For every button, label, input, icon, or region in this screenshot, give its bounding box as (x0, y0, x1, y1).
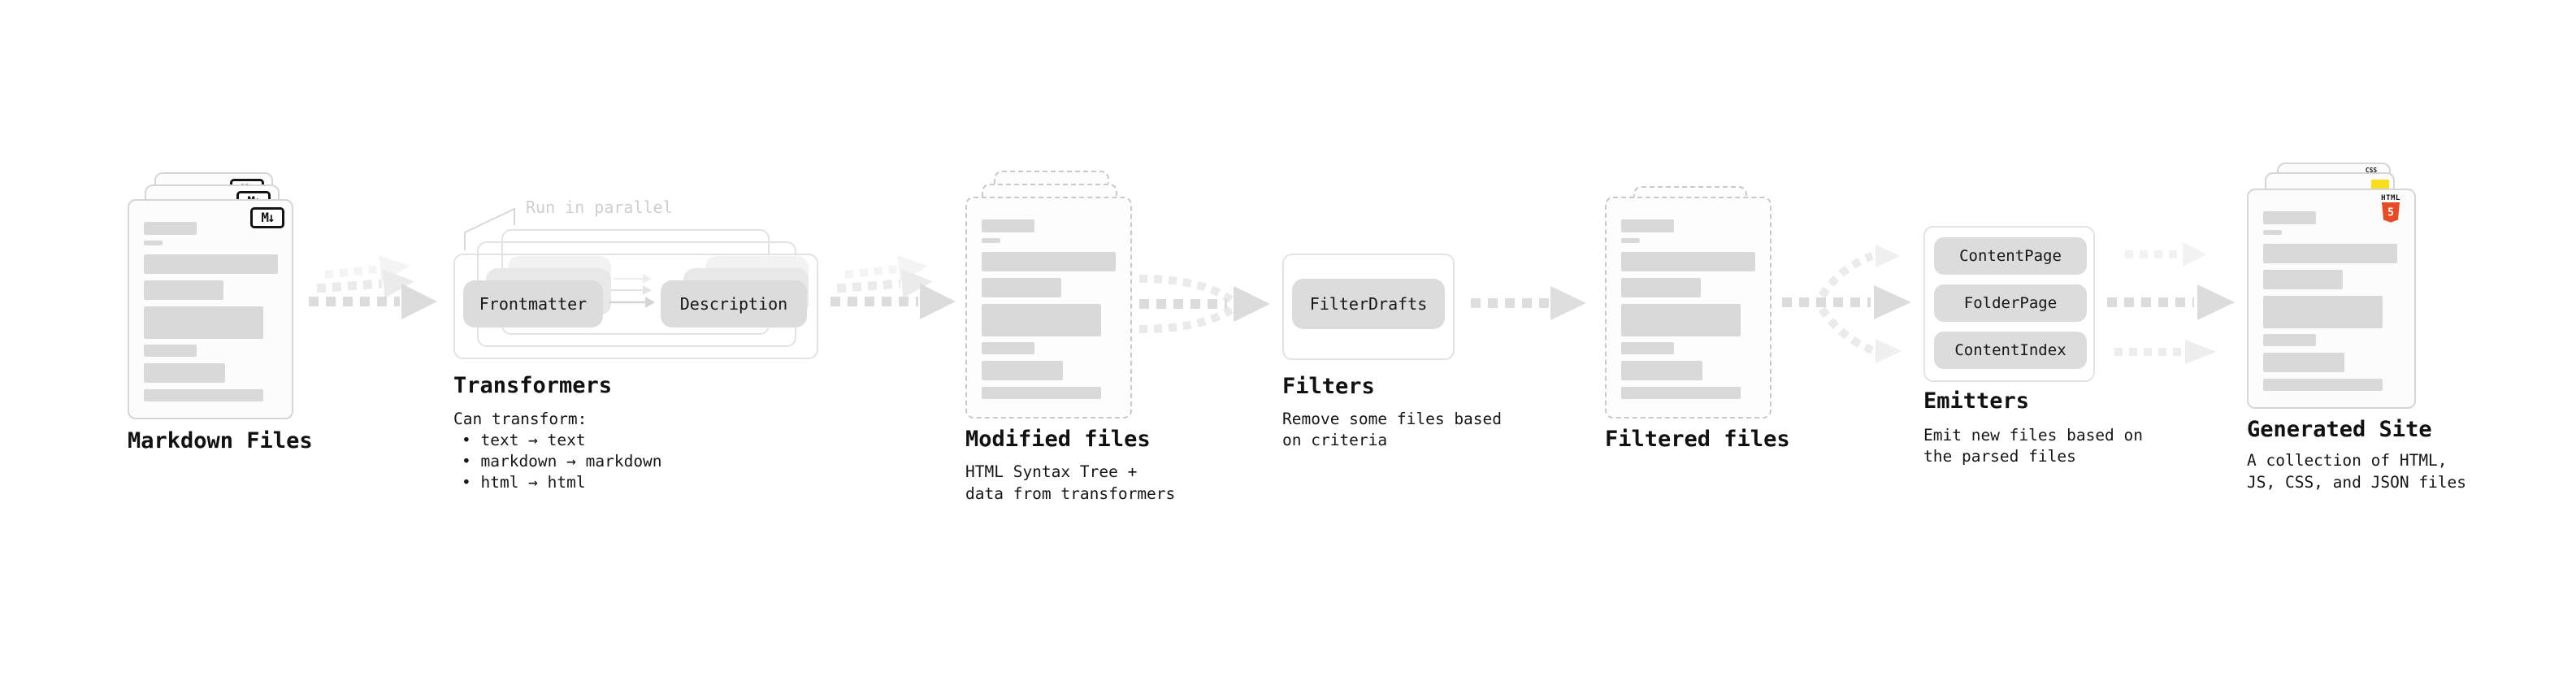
placeholder-bar (144, 306, 263, 339)
caption-line: Can transform: (453, 410, 588, 428)
placeholder-bar (144, 222, 197, 235)
modified-files-caption: HTML Syntax Tree + data from transformer… (965, 461, 1175, 505)
emitters-title: Emitters (1923, 388, 2030, 414)
caption-line: • text → text (462, 431, 586, 449)
contentpage-pill: ContentPage (1934, 237, 2087, 275)
placeholder-bar (982, 387, 1101, 399)
contentindex-pill: ContentIndex (1934, 332, 2087, 369)
modified-files-title: Modified files (965, 427, 1151, 452)
placeholder-bar (144, 254, 278, 274)
markdown-icon: M↓ (250, 207, 284, 228)
filtered-file-card (1605, 197, 1772, 419)
placeholder-bar (1621, 238, 1640, 243)
markdown-file-card: M↓ (128, 199, 293, 419)
description-pill: Description (661, 280, 807, 327)
transformers-caption: Can transform: • text → text • markdown … (453, 409, 662, 493)
caption-line: • markdown → markdown (462, 452, 662, 471)
placeholder-bar (2263, 244, 2397, 263)
transformers-title: Transformers (453, 373, 613, 398)
placeholder-bar (982, 238, 1000, 243)
placeholder-bar (1621, 342, 1674, 354)
emitters-frame (1923, 226, 2095, 382)
placeholder-bar (144, 345, 197, 357)
transformer-frame-front (453, 254, 818, 359)
caption-line: on criteria (1282, 431, 1388, 449)
document-skeleton (2263, 211, 2397, 391)
placeholder-bar (982, 361, 1063, 380)
placeholder-bar (982, 219, 1034, 232)
caption-line: data from transformers (965, 484, 1176, 503)
flow-arrow-filtered-to-emitters (1782, 245, 1911, 363)
placeholder-bar (982, 342, 1034, 354)
placeholder-bar (982, 252, 1116, 271)
caption-line: the parsed files (1923, 447, 2076, 466)
caption-line: JS, CSS, and JSON files (2247, 473, 2467, 492)
filterdrafts-pill: FilterDrafts (1292, 279, 1445, 329)
generated-site-title: Generated Site (2247, 417, 2432, 442)
placeholder-bar (1621, 361, 1702, 380)
html5-icon: HTML 5 (2380, 194, 2401, 223)
filters-caption: Remove some files based on criteria (1282, 409, 1502, 451)
filters-frame (1282, 254, 1455, 360)
caption-line: Emit new files based on (1923, 426, 2144, 445)
placeholder-bar (144, 389, 263, 401)
document-skeleton (982, 219, 1116, 399)
emitters-caption: Emit new files based on the parsed files (1923, 425, 2143, 467)
html5-shield (2382, 202, 2400, 223)
placeholder-bar (1621, 252, 1755, 271)
placeholder-bar (982, 278, 1061, 297)
document-skeleton (1621, 219, 1755, 399)
frontmatter-pill: Frontmatter (463, 280, 603, 327)
run-in-parallel-annotation: Run in parallel (526, 197, 673, 217)
placeholder-bar (144, 280, 223, 300)
placeholder-bar (144, 241, 163, 245)
caption-line: Remove some files based (1282, 410, 1503, 428)
caption-line: • html → html (462, 473, 586, 492)
placeholder-bar (2263, 353, 2344, 372)
placeholder-bar (2263, 230, 2282, 235)
filtered-files-title: Filtered files (1605, 427, 1790, 452)
flow-arrow-modified-to-filters (1138, 275, 1270, 333)
placeholder-bar (982, 304, 1101, 336)
flow-arrow-transformers-to-modified (830, 255, 956, 319)
markdown-files-title: Markdown Files (128, 428, 313, 453)
folderpage-pill: FolderPage (1934, 284, 2087, 322)
caption-line: HTML Syntax Tree + (965, 462, 1138, 481)
modified-file-card (965, 197, 1132, 419)
html5-number: 5 (2387, 207, 2394, 219)
placeholder-bar (1621, 387, 1741, 399)
placeholder-bar (1621, 219, 1674, 232)
placeholder-bar (2263, 334, 2316, 346)
caption-line: A collection of HTML, (2247, 451, 2448, 470)
placeholder-bar (2263, 379, 2383, 391)
js-icon (2371, 180, 2389, 190)
flow-arrow-markdown-to-transformers (309, 255, 437, 319)
placeholder-bar (144, 363, 225, 383)
placeholder-bar (2263, 211, 2316, 224)
flow-arrow-emitters-to-generated (2107, 242, 2235, 364)
generated-site-caption: A collection of HTML, JS, CSS, and JSON … (2247, 449, 2466, 493)
placeholder-bar (1621, 278, 1701, 297)
flow-arrow-filters-to-filtered (1471, 286, 1586, 320)
generated-html-card: HTML 5 (2247, 189, 2416, 409)
filters-title: Filters (1282, 374, 1375, 399)
document-skeleton (144, 222, 278, 401)
placeholder-bar (2263, 270, 2343, 289)
placeholder-bar (2263, 296, 2383, 328)
placeholder-bar (1621, 304, 1741, 336)
